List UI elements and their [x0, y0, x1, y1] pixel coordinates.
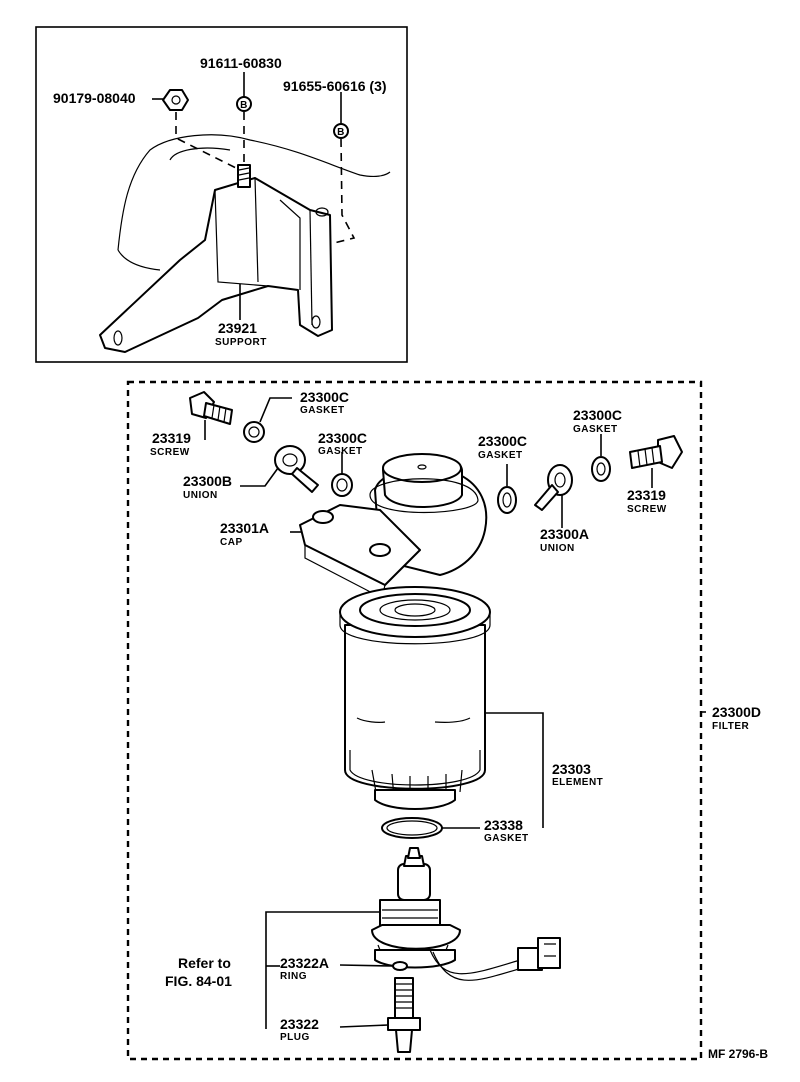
gasket-ring-2-icon: [331, 473, 353, 497]
leader-23300c-1: [259, 397, 292, 423]
ring-23322a-icon: [392, 961, 408, 971]
gasket-ring-3-icon: [497, 486, 517, 514]
label-23322-name: PLUG: [280, 1032, 310, 1043]
label-23301a-name: CAP: [220, 537, 243, 548]
reference-line-1: Refer to: [178, 955, 231, 971]
marker-b-2: B: [333, 123, 349, 139]
label-23300c-4: 23300C: [573, 407, 622, 423]
label-23300c-3-name: GASKET: [478, 450, 523, 461]
label-23300c-2-name: GASKET: [318, 446, 363, 457]
label-23300c-1-name: GASKET: [300, 405, 345, 416]
label-23300d-name: FILTER: [712, 721, 750, 732]
label-91655: 91655-60616 (3): [283, 78, 387, 94]
label-23300a: 23300A: [540, 526, 589, 542]
label-23319-right-name: SCREW: [627, 504, 667, 515]
filter-element-icon: [339, 586, 491, 810]
label-23300a-name: UNION: [540, 543, 575, 554]
svg-text:B: B: [337, 127, 345, 138]
marker-b-1: B: [236, 96, 252, 112]
leader-23300b: [240, 467, 279, 487]
dash-91655: [329, 138, 356, 245]
inset-frame: [35, 26, 408, 363]
label-23300b-name: UNION: [183, 490, 218, 501]
label-23300d: 23300D: [712, 704, 761, 720]
nut-icon: [162, 89, 189, 111]
svg-text:B: B: [240, 100, 248, 111]
support-bracket-drawing: [99, 134, 391, 353]
label-91611: 91611-60830: [200, 55, 282, 71]
union-b-icon: [274, 445, 319, 493]
label-23322: 23322: [280, 1016, 319, 1032]
label-23300c-1: 23300C: [300, 389, 349, 405]
reference-bracket: [265, 911, 380, 1029]
gasket-ring-1-icon: [243, 421, 265, 443]
label-23303: 23303: [552, 761, 591, 777]
label-23322a: 23322A: [280, 955, 329, 971]
label-23322a-name: RING: [280, 971, 307, 982]
union-a-icon: [534, 464, 573, 511]
label-90179: 90179-08040: [53, 90, 136, 106]
label-23319-left: 23319: [152, 430, 191, 446]
drain-plug-icon: [387, 977, 421, 1053]
label-23338: 23338: [484, 817, 523, 833]
label-23300c-4-name: GASKET: [573, 424, 618, 435]
label-23300b: 23300B: [183, 473, 232, 489]
dash-90179: [175, 112, 237, 169]
label-23300c-2: 23300C: [318, 430, 367, 446]
gasket-ring-4-icon: [591, 456, 611, 482]
leader-23303: [485, 712, 544, 828]
label-23319-left-name: SCREW: [150, 447, 190, 458]
label-23921-name: SUPPORT: [215, 337, 267, 348]
label-23301a: 23301A: [220, 520, 269, 536]
filter-cap-icon: [299, 453, 488, 599]
label-23303-name: ELEMENT: [552, 777, 603, 788]
label-23921: 23921: [218, 320, 257, 336]
water-sensor-icon: [371, 847, 561, 981]
label-23319-right: 23319: [627, 487, 666, 503]
label-23300c-3: 23300C: [478, 433, 527, 449]
label-23338-name: GASKET: [484, 833, 529, 844]
leader-23322: [339, 1024, 389, 1028]
reference-line-2: FIG. 84-01: [165, 973, 232, 989]
figure-code: MF 2796-B: [708, 1047, 768, 1061]
leader-23322a: [339, 964, 393, 967]
screw-left-icon: [189, 391, 233, 425]
screw-right-icon: [629, 435, 683, 469]
filter-assembly-frame: [126, 380, 703, 1061]
